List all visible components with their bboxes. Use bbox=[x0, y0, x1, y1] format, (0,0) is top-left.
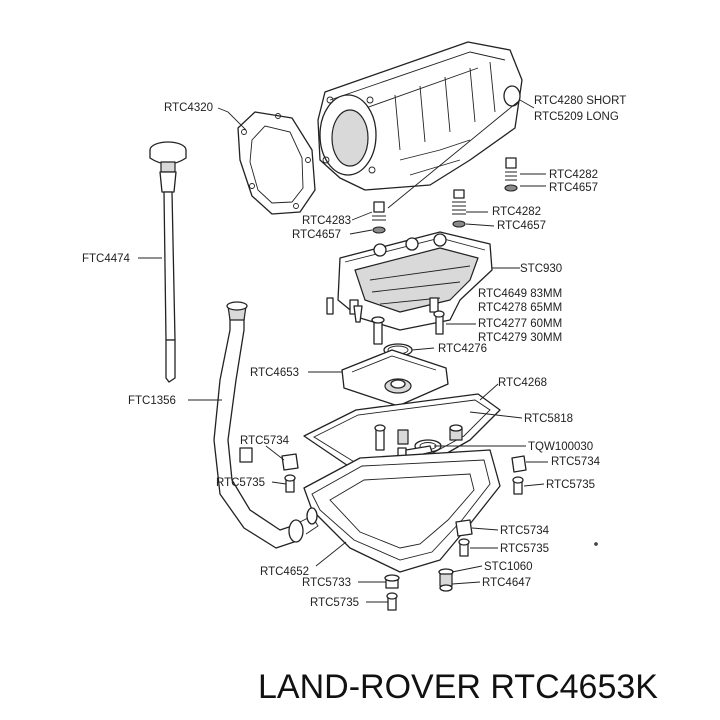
label-rtc5735-d: RTC5735 bbox=[310, 597, 359, 609]
label-rtc5733: RTC5733 bbox=[302, 577, 351, 589]
label-rtc4320: RTC4320 bbox=[164, 102, 213, 114]
label-rtc5735-b: RTC5735 bbox=[546, 479, 595, 491]
label-rtc4280: RTC4280 SHORT bbox=[534, 95, 626, 107]
part-labels: RTC4320 FTC4474 FTC1356 RTC4280 SHORT RT… bbox=[82, 95, 626, 609]
clips-and-bolts bbox=[281, 453, 598, 611]
transmission-case bbox=[317, 41, 523, 191]
label-rtc4653: RTC4653 bbox=[250, 367, 299, 379]
label-tqw100030: TQW100030 bbox=[528, 441, 593, 453]
label-rtc4647: RTC4647 bbox=[482, 577, 531, 589]
label-stc1060: STC1060 bbox=[484, 561, 533, 573]
gasket-rtc4320 bbox=[237, 111, 316, 215]
leader-lines bbox=[138, 99, 548, 603]
label-ftc4474: FTC4474 bbox=[82, 253, 131, 265]
filler-tube-ftc1356 bbox=[213, 301, 319, 549]
oil-pan-rtc4652 bbox=[303, 449, 501, 573]
label-rtc4283: RTC4283 bbox=[302, 215, 351, 227]
label-rtc4657-b: RTC4657 bbox=[292, 229, 341, 241]
valve-body-stc930 bbox=[337, 231, 493, 331]
label-rtc4657-a: RTC4657 bbox=[549, 182, 598, 194]
spring-pieces bbox=[372, 157, 518, 234]
label-rtc4652: RTC4652 bbox=[260, 566, 309, 578]
label-rtc4657-c: RTC4657 bbox=[497, 220, 546, 232]
brand-caption: LAND-ROVER RTC4653K bbox=[258, 668, 658, 706]
label-rtc4277: RTC4277 60MM bbox=[478, 318, 562, 330]
label-rtc4268: RTC4268 bbox=[498, 377, 547, 389]
valve-body-bolts bbox=[326, 297, 445, 345]
label-rtc4649: RTC4649 83MM bbox=[478, 288, 562, 300]
label-rtc4279: RTC4279 30MM bbox=[478, 332, 562, 344]
label-rtc5734-a: RTC5734 bbox=[240, 435, 290, 447]
label-rtc4282-a: RTC4282 bbox=[549, 169, 598, 181]
label-rtc5734-c: RTC5734 bbox=[500, 525, 550, 537]
label-rtc5735-c: RTC5735 bbox=[500, 543, 549, 555]
label-rtc5818: RTC5818 bbox=[524, 413, 573, 425]
label-rtc4282-b: RTC4282 bbox=[492, 206, 541, 218]
label-rtc5734-b: RTC5734 bbox=[551, 456, 601, 468]
label-stc930: STC930 bbox=[520, 263, 562, 275]
label-ftc1356: FTC1356 bbox=[128, 395, 176, 407]
dipstick-ftc4474 bbox=[149, 141, 187, 383]
label-rtc4278: RTC4278 65MM bbox=[478, 302, 562, 314]
label-rtc4276: RTC4276 bbox=[438, 343, 487, 355]
label-rtc5209: RTC5209 LONG bbox=[534, 111, 619, 123]
filter-rtc4653 bbox=[341, 349, 449, 407]
label-rtc5735-a: RTC5735 bbox=[216, 477, 265, 489]
